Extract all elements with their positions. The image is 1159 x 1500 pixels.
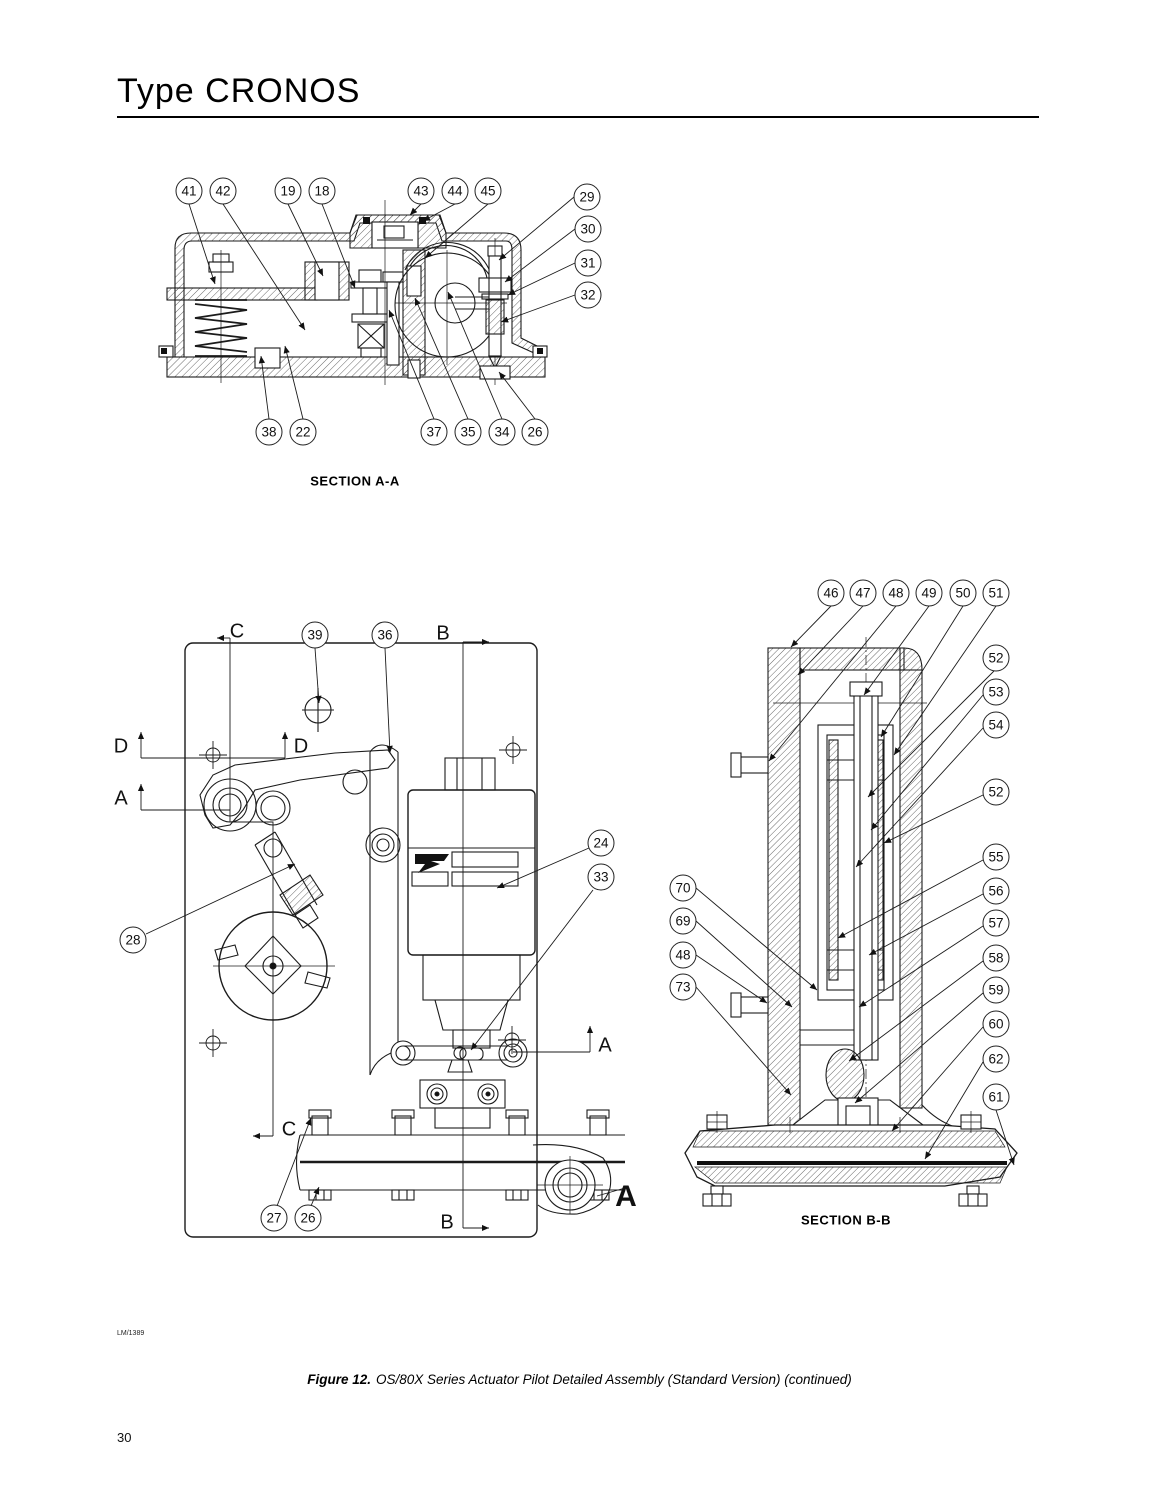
callout-28: 28 bbox=[119, 926, 147, 954]
callout-18: 18 bbox=[308, 177, 336, 205]
callout-39: 39 bbox=[301, 621, 329, 649]
callout-46: 46 bbox=[817, 579, 845, 607]
figure-caption: Figure 12. OS/80X Series Actuator Pilot D… bbox=[0, 1372, 1159, 1387]
callout-37: 37 bbox=[420, 418, 448, 446]
callout-29: 29 bbox=[573, 183, 601, 211]
callout-32: 32 bbox=[574, 281, 602, 309]
view-label-d-left: D bbox=[113, 735, 129, 758]
callout-52b: 52 bbox=[982, 778, 1010, 806]
callout-57: 57 bbox=[982, 909, 1010, 937]
callout-56: 56 bbox=[982, 877, 1010, 905]
callout-45: 45 bbox=[474, 177, 502, 205]
callout-70: 70 bbox=[669, 874, 697, 902]
view-label-a-right: A bbox=[598, 1034, 612, 1057]
callout-30: 30 bbox=[574, 215, 602, 243]
callout-62: 62 bbox=[982, 1045, 1010, 1073]
callout-42: 42 bbox=[209, 177, 237, 205]
callout-52: 52 bbox=[982, 644, 1010, 672]
callout-26: 26 bbox=[294, 1204, 322, 1232]
callout-26: 26 bbox=[521, 418, 549, 446]
callout-60: 60 bbox=[982, 1010, 1010, 1038]
callout-50: 50 bbox=[949, 579, 977, 607]
callout-48: 48 bbox=[882, 579, 910, 607]
doc-code: LM/1389 bbox=[117, 1330, 145, 1337]
figure-caption-text: OS/80X Series Actuator Pilot Detailed As… bbox=[376, 1372, 852, 1387]
section-aa-label: SECTION A-A bbox=[310, 473, 400, 489]
view-label-d-right: D bbox=[293, 735, 309, 758]
title-divider bbox=[117, 116, 1039, 118]
front-view-diagram: 39 36 28 24 33 27 26 C B D D A A C B A bbox=[105, 600, 650, 1260]
callout-43: 43 bbox=[407, 177, 435, 205]
section-aa-diagram: 41 42 19 18 43 44 45 29 30 31 32 38 22 3… bbox=[155, 170, 625, 500]
callout-38: 38 bbox=[255, 418, 283, 446]
callout-19: 19 bbox=[274, 177, 302, 205]
callout-49: 49 bbox=[915, 579, 943, 607]
callout-47: 47 bbox=[849, 579, 877, 607]
callout-27: 27 bbox=[260, 1204, 288, 1232]
front-view-drawing bbox=[137, 634, 626, 1238]
callout-55: 55 bbox=[982, 843, 1010, 871]
figure-caption-label: Figure 12. bbox=[307, 1372, 372, 1387]
callout-31: 31 bbox=[574, 249, 602, 277]
callout-22: 22 bbox=[289, 418, 317, 446]
callout-48-left: 48 bbox=[669, 941, 697, 969]
callout-59: 59 bbox=[982, 976, 1010, 1004]
callout-44: 44 bbox=[441, 177, 469, 205]
callout-35: 35 bbox=[454, 418, 482, 446]
view-label-b-top: B bbox=[436, 622, 450, 645]
section-bb-label: SECTION B-B bbox=[801, 1212, 891, 1228]
callout-54: 54 bbox=[982, 711, 1010, 739]
callout-51: 51 bbox=[982, 579, 1010, 607]
view-label-b-bottom: B bbox=[440, 1211, 454, 1234]
section-bb-diagram: 46 47 48 49 50 51 52 53 54 52 55 56 57 5… bbox=[655, 575, 1115, 1230]
page-title: Type CRONOS bbox=[117, 72, 361, 110]
section-bb-drawing bbox=[684, 605, 1018, 1207]
callout-69: 69 bbox=[669, 907, 697, 935]
view-label-a-corner: A bbox=[615, 1180, 637, 1213]
callout-58: 58 bbox=[982, 944, 1010, 972]
page-number: 30 bbox=[117, 1430, 132, 1445]
callout-73: 73 bbox=[669, 973, 697, 1001]
callout-33: 33 bbox=[587, 863, 615, 891]
view-label-a-left: A bbox=[114, 787, 128, 810]
callout-24: 24 bbox=[587, 829, 615, 857]
callout-61: 61 bbox=[982, 1083, 1010, 1111]
callout-41: 41 bbox=[175, 177, 203, 205]
view-label-c-top: C bbox=[229, 620, 245, 643]
callout-53: 53 bbox=[982, 678, 1010, 706]
section-aa-drawing bbox=[158, 196, 576, 420]
view-label-c-bottom: C bbox=[281, 1118, 297, 1141]
callout-34: 34 bbox=[488, 418, 516, 446]
brand-logo-icon bbox=[415, 854, 449, 873]
callout-36: 36 bbox=[371, 621, 399, 649]
